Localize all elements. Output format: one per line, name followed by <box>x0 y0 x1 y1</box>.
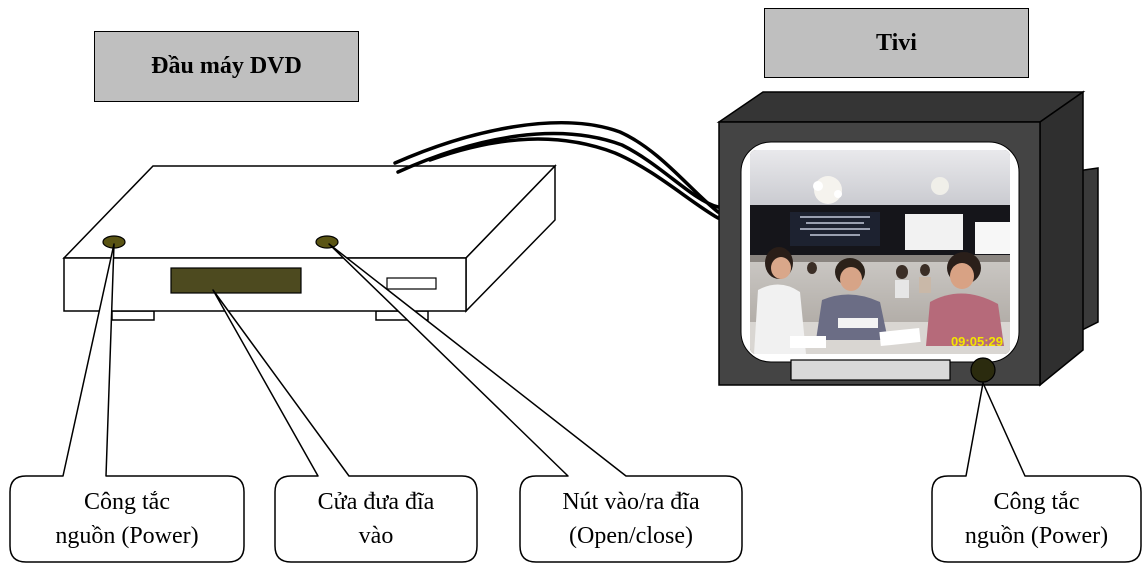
callout-tv-power: Công tắc nguồn (Power) <box>932 476 1141 562</box>
callout-dvd-power: Công tắc nguồn (Power) <box>10 476 244 562</box>
callout-open-close-line1: Nút vào/ra đĩa <box>562 489 700 515</box>
tv-screen-image <box>750 150 1010 354</box>
tv-title: Tivi <box>876 29 917 56</box>
callout-disc-slot-shape <box>212 289 478 563</box>
dvd-title: Đầu máy DVD <box>151 53 302 79</box>
callout-open-close: Nút vào/ra đĩa (Open/close) <box>520 476 742 562</box>
callout-disc-slot-line2: vào <box>358 523 394 549</box>
dvd-open-close-button <box>315 235 339 249</box>
screen-people <box>754 247 1004 354</box>
callout-tv-power-line2: nguồn (Power) <box>964 523 1109 549</box>
callout-dvd-power-line1: Công tắc <box>84 489 170 515</box>
dvd-player <box>62 164 557 321</box>
tv-top-face <box>716 91 1086 123</box>
dvd-display-panel <box>386 277 437 290</box>
screen-timestamp: 09:05:29 <box>951 334 1003 349</box>
connection-cables <box>393 121 720 220</box>
tv-power-button <box>970 357 996 383</box>
dvd-title-box: Đầu máy DVD <box>94 31 359 102</box>
callout-disc-slot: Cửa đưa đĩa vào <box>275 476 477 562</box>
dvd-disc-slot <box>170 267 302 294</box>
dvd-foot-left <box>111 310 155 321</box>
tv-title-box: Tivi <box>764 8 1029 78</box>
tv-control-strip <box>790 359 951 381</box>
callout-open-close-line2: (Open/close) <box>569 523 693 549</box>
callout-tv-power-shape <box>931 382 1142 563</box>
callout-open-close-shape <box>328 243 743 563</box>
tv-set: 09:05:29 <box>716 90 1099 387</box>
callout-dvd-power-line2: nguồn (Power) <box>55 523 199 549</box>
callout-dvd-power-shape <box>9 243 245 563</box>
callout-tv-power-line1: Công tắc <box>993 489 1080 515</box>
callout-shapes <box>9 243 1142 563</box>
tv-side-face <box>1039 90 1084 387</box>
callout-disc-slot-line1: Cửa đưa đĩa <box>317 489 435 515</box>
